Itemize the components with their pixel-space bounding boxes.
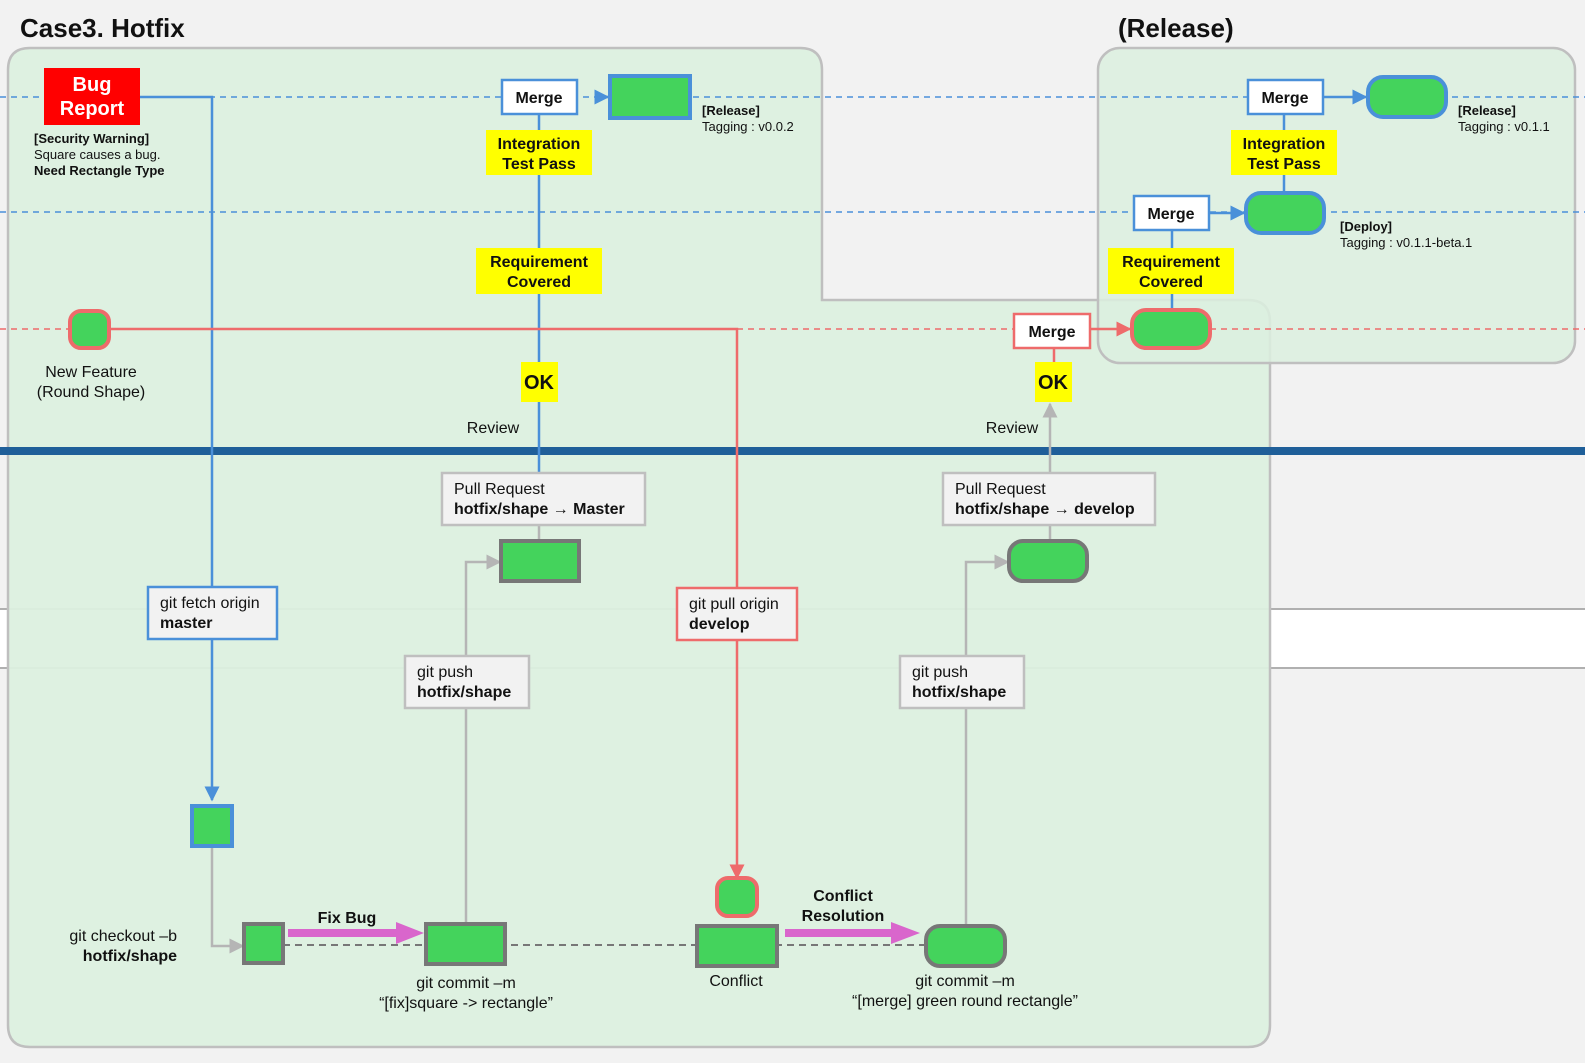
deploy-tag-title: [Deploy] [1340,219,1392,234]
merge-develop-box [1012,312,1092,350]
merge-deploy-label: Merge [1147,206,1194,223]
requirement-covered-box [476,248,602,294]
git-push-develop-box [898,654,1026,710]
git-push-develop-label: git push [912,664,968,681]
fix-bug-arrow [288,922,424,944]
ok-develop-badge [1035,362,1072,402]
merge-master-label: Merge [515,90,562,107]
conflict-resolution-label-1: Conflict [813,888,873,905]
ok-label: OK [524,372,555,394]
ok-badge [521,362,558,402]
feature-pull-path [110,327,745,880]
integration-label-1: Integration [498,136,581,153]
hotfix-panel [6,46,1272,1049]
deploy-commit-node [1244,191,1326,235]
bug-report-path [140,95,220,802]
release-title: (Release) [1118,13,1234,43]
checkout-branch: hotfix/shape [83,948,177,965]
release-requirement-label-1: Requirement [1122,254,1220,271]
git-push-box [403,654,531,710]
merge-deploy-box [1132,194,1211,232]
checkout-label: git checkout –b [69,928,177,945]
merge-master-box [500,78,579,116]
ok-develop-label: OK [1038,372,1069,394]
conflict-resolution-label-2: Resolution [802,908,885,925]
pushed-merge-commit-node [1007,539,1089,583]
pull-request-develop-title: Pull Request [955,481,1046,498]
feature-commit-node [68,309,111,350]
git-push-develop-branch: hotfix/shape [912,684,1006,701]
bug-report-label-1: Bug [73,74,112,96]
release-integration-label-1: Integration [1243,136,1326,153]
bug-report-box [44,68,140,125]
conflict-node [695,924,779,968]
round-shape-label: (Round Shape) [37,384,146,401]
pull-request-master-box [440,471,647,527]
commit-merge-message: “[merge] green round rectangle” [852,993,1078,1010]
requirement-label-2: Covered [507,274,571,291]
pull-request-develop-branch: hotfix/shape → develop [955,501,1135,518]
release-tag-value: Tagging : v0.0.2 [702,119,794,134]
section-divider [0,447,1585,455]
review-develop-label: Review [986,420,1039,437]
git-fetch-label: git fetch origin [160,595,260,612]
main-title: Case3. Hotfix [20,13,185,43]
review-label: Review [467,420,520,437]
release-requirement-label-2: Covered [1139,274,1203,291]
pull-request-master-branch: hotfix/shape → Master [454,501,625,518]
master-commit-node [608,74,692,120]
git-push-branch: hotfix/shape [417,684,511,701]
release-011-tag-value: Tagging : v0.1.1 [1458,119,1550,134]
integration-label-2: Test Pass [502,156,576,173]
fix-bug-label: Fix Bug [318,910,377,927]
requirement-label-1: Requirement [490,254,588,271]
develop-merge-node [1130,308,1212,350]
hotfix-branch-node [242,922,285,965]
pull-request-develop-box [941,471,1157,527]
commit-fix-label: git commit –m [416,975,516,992]
deploy-tag-value: Tagging : v0.1.1-beta.1 [1340,235,1472,250]
release-commit-node [1366,75,1448,119]
fix-commit-node [424,922,507,966]
git-pull-label: git pull origin [689,596,779,613]
merge-commit-node [924,924,1007,968]
pushed-commit-node [499,539,581,583]
conflict-label: Conflict [709,973,763,990]
release-requirement-box [1108,248,1234,294]
release-integration-label-2: Test Pass [1247,156,1321,173]
git-pull-box [675,586,799,642]
merge-release-label: Merge [1261,90,1308,107]
release-integration-box [1231,130,1337,175]
new-feature-label: New Feature [45,364,137,381]
git-fetch-branch: master [160,615,212,632]
release-011-tag-title: [Release] [1458,103,1516,118]
merge-develop-label: Merge [1028,324,1075,341]
pulled-feature-node [715,876,759,918]
security-warning-text: [Security Warning] [34,131,149,146]
commit-fix-message: “[fix]square -> rectangle” [379,995,553,1012]
bug-report-label-2: Report [60,98,125,120]
bug-description-text: Square causes a bug. [34,147,160,162]
release-tag-title: [Release] [702,103,760,118]
git-pull-branch: develop [689,616,750,633]
integration-test-box [486,130,592,175]
git-push-label: git push [417,664,473,681]
merge-release-box [1246,78,1325,116]
commit-merge-label: git commit –m [915,973,1015,990]
bug-requirement-text: Need Rectangle Type [34,163,165,178]
conflict-resolution-arrow [785,922,920,944]
git-fetch-box [146,585,279,641]
master-fetched-node [190,804,234,848]
pull-request-master-title: Pull Request [454,481,545,498]
